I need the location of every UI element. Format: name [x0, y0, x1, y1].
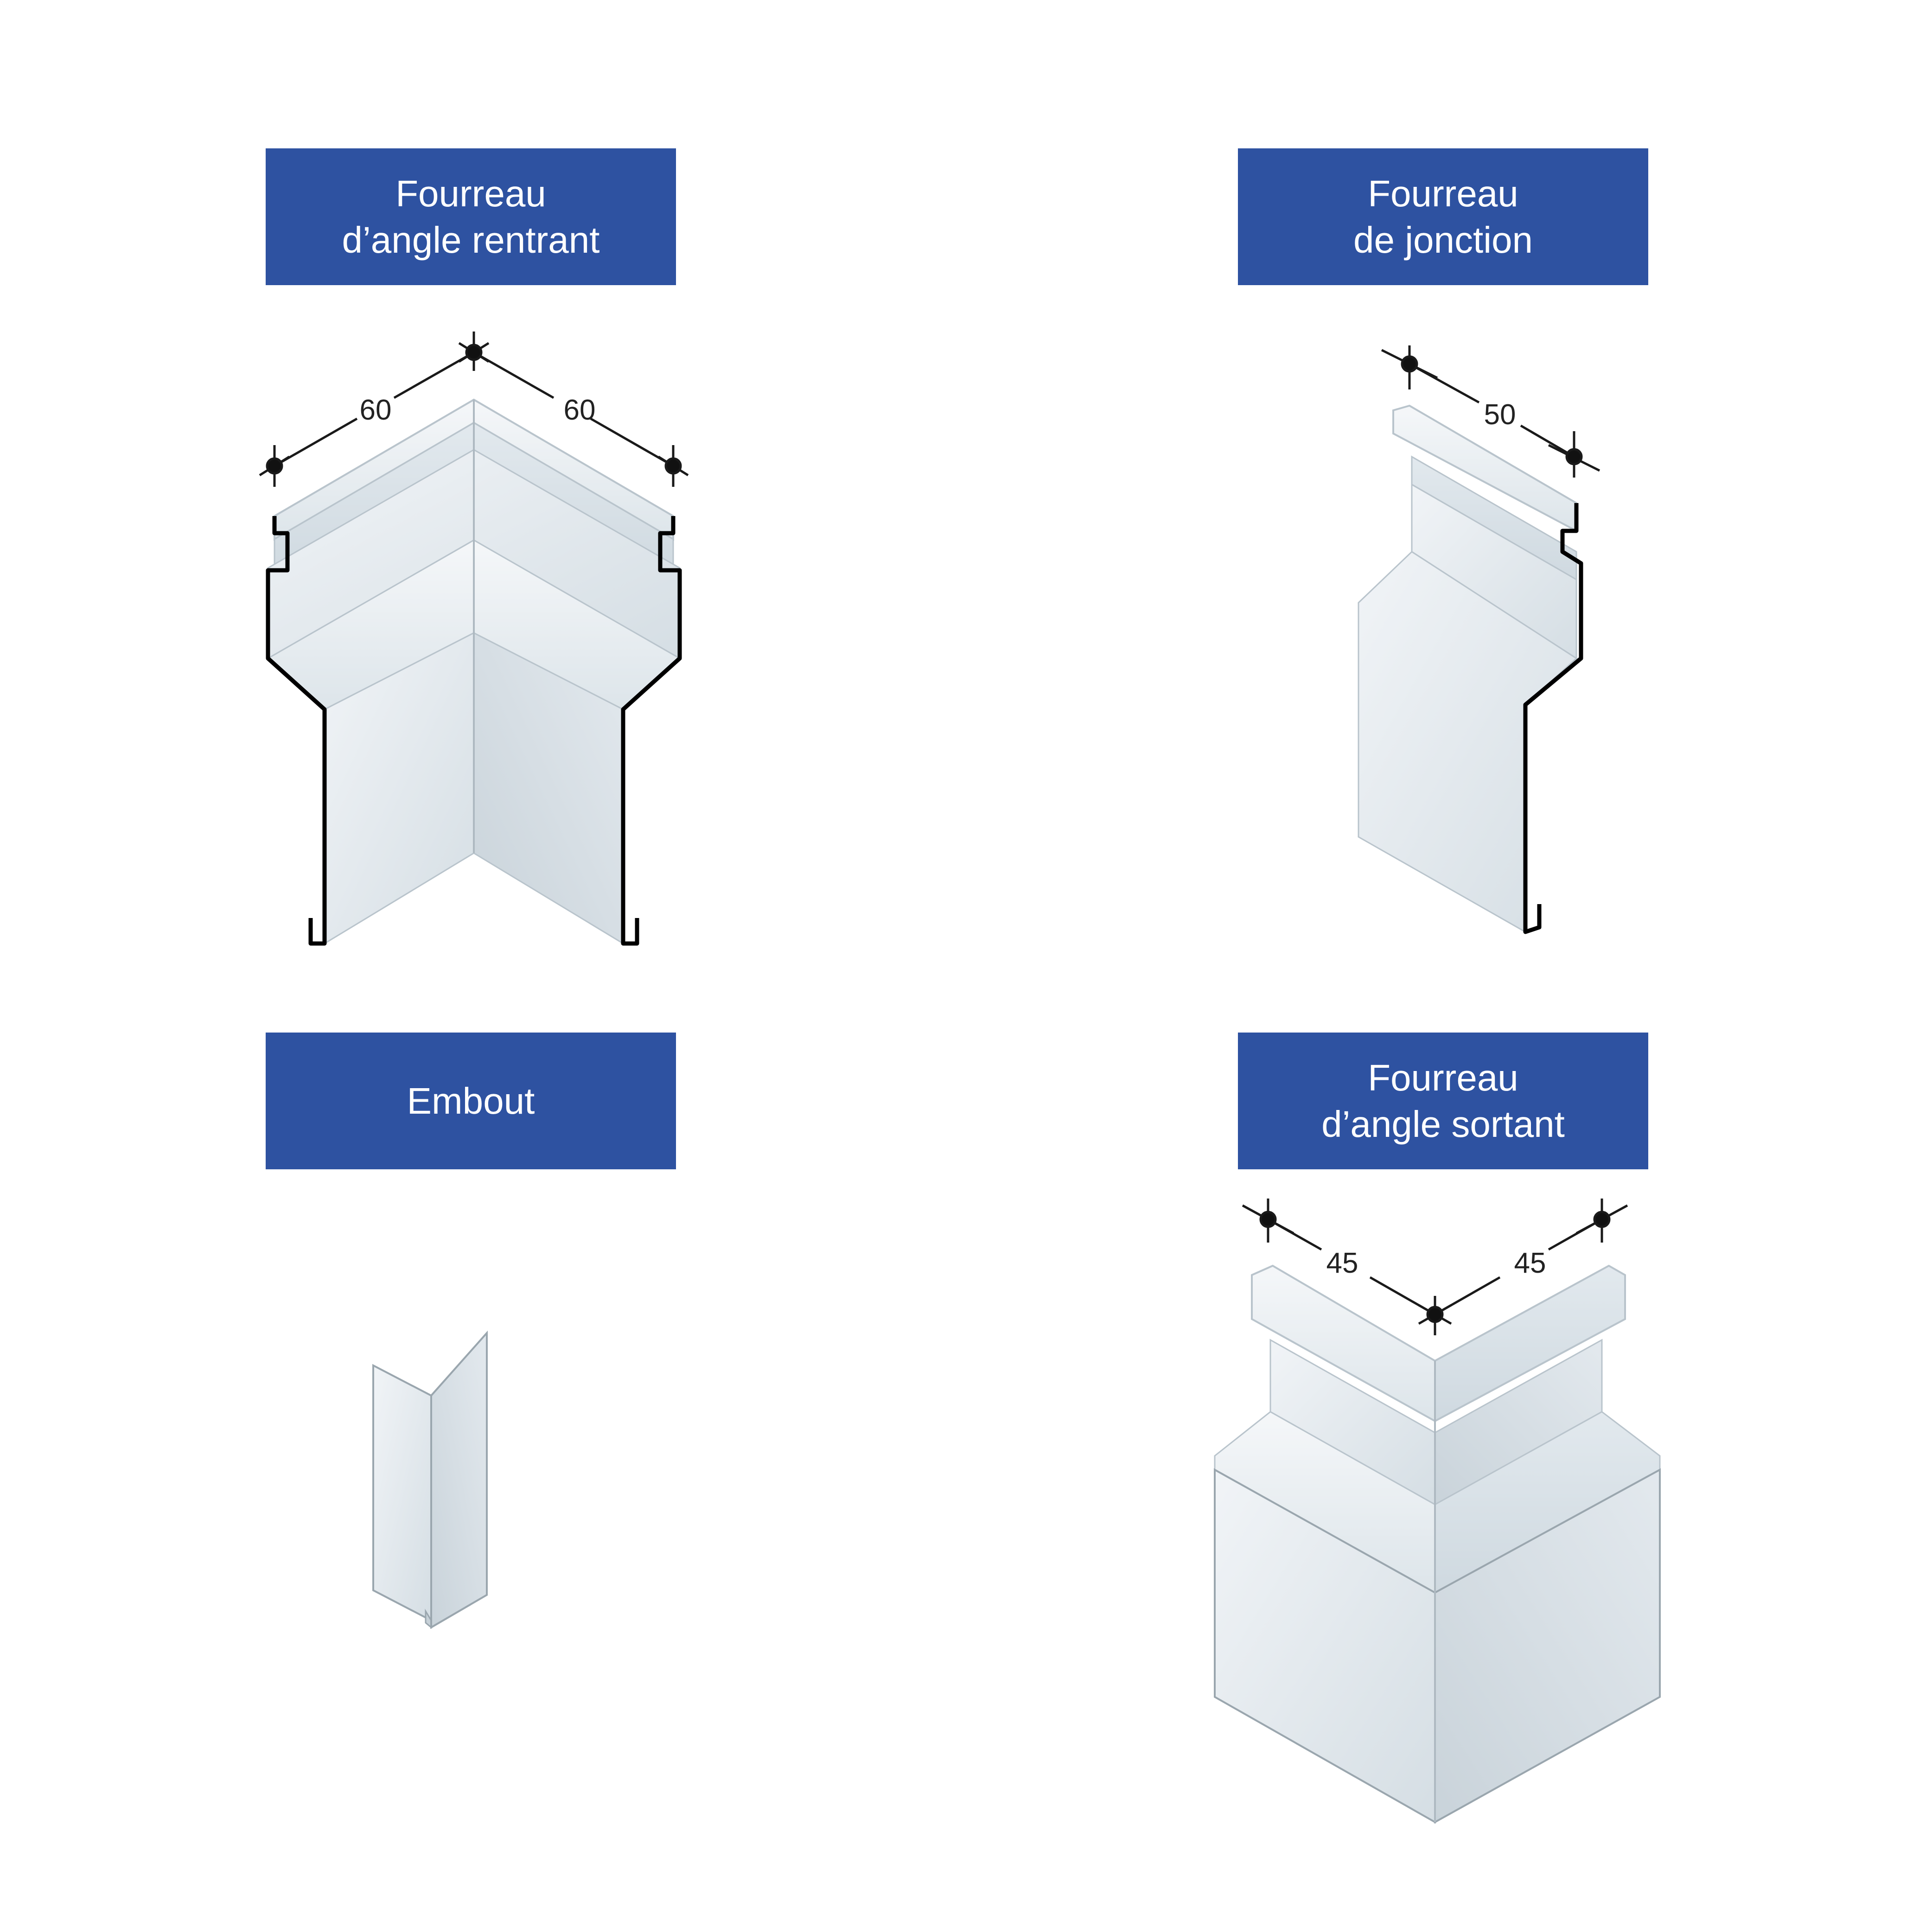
label-outside-corner-line1: Fourreau — [1368, 1057, 1518, 1098]
label-outside-corner-sleeve: Fourreau d’angle sortant — [1238, 1033, 1648, 1169]
outside-corner-sleeve-drawing: 45 45 — [1214, 1199, 1661, 1824]
outside-corner-dim-left: 45 — [1326, 1247, 1358, 1279]
label-inside-corner-sleeve: Fourreau d’angle rentrant — [266, 148, 676, 285]
inside-corner-right-profile — [621, 516, 682, 946]
label-inside-corner-line1: Fourreau — [395, 172, 546, 214]
junction-profile — [1523, 503, 1583, 934]
label-junction-line2: de jonction — [1353, 219, 1533, 261]
junction-dim-width: 50 — [1484, 399, 1516, 431]
outside-corner-dim-right: 45 — [1514, 1247, 1546, 1279]
outside-corner-dimensions — [1242, 1199, 1628, 1335]
junction-dimensions — [1381, 345, 1600, 478]
inside-corner-dimensions — [259, 332, 689, 487]
end-cap-right-face — [430, 1330, 488, 1629]
label-end-cap: Embout — [266, 1033, 676, 1169]
label-junction-line1: Fourreau — [1368, 172, 1518, 214]
label-junction-sleeve: Fourreau de jonction — [1238, 148, 1648, 285]
label-inside-corner-line2: d’angle rentrant — [342, 219, 600, 261]
end-cap-drawing — [372, 1330, 488, 1629]
label-outside-corner-line2: d’angle sortant — [1321, 1103, 1565, 1145]
junction-sleeve-drawing: 50 — [1358, 345, 1600, 934]
inside-corner-left-profile — [266, 516, 327, 946]
inside-corner-dim-left: 60 — [360, 394, 392, 426]
label-end-cap-text: Embout — [407, 1080, 535, 1122]
inside-corner-sleeve-drawing: 60 60 — [259, 332, 689, 946]
inside-corner-dim-right: 60 — [564, 394, 596, 426]
end-cap-left-face — [372, 1364, 432, 1622]
